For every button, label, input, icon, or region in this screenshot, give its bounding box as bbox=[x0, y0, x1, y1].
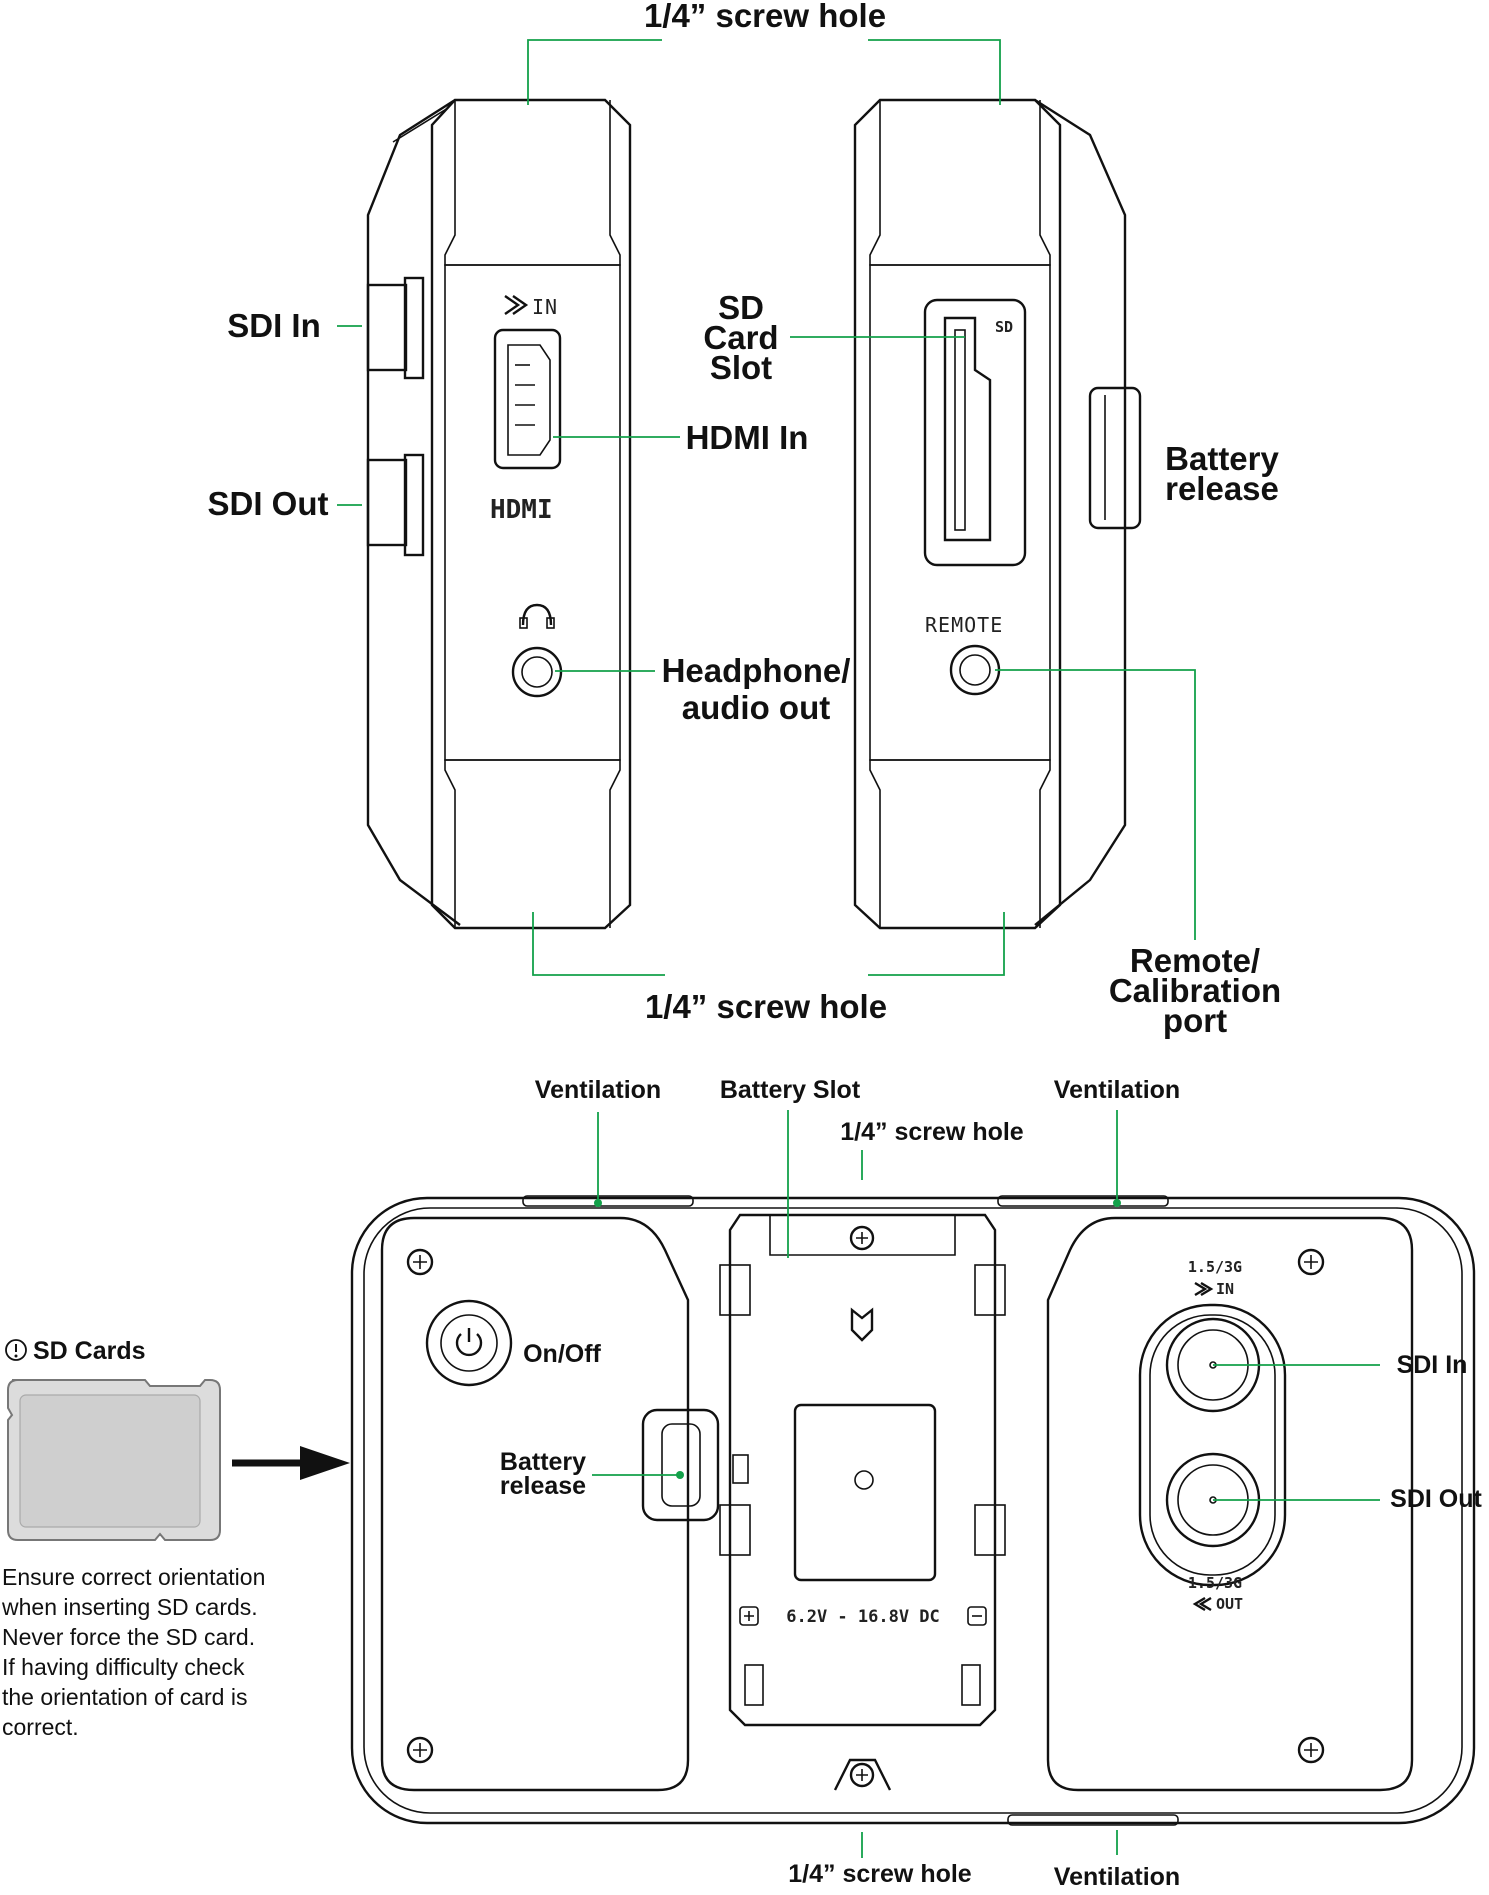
label-battery-release-back-1: Battery bbox=[500, 1448, 586, 1476]
label-battery-slot: Battery Slot bbox=[720, 1076, 861, 1104]
sdi-out-rate-marking: 1.5/3G bbox=[1188, 1574, 1242, 1592]
minus-terminal-icon bbox=[967, 1606, 987, 1626]
label-sd-card-slot-2: Card bbox=[703, 319, 778, 356]
label-ventilation-top-left: Ventilation bbox=[535, 1076, 661, 1104]
label-screw-hole-bottom-back: 1/4” screw hole bbox=[788, 1860, 972, 1888]
sd-marking: SD bbox=[995, 318, 1013, 336]
sd-note-line-1: Ensure correct orientation bbox=[2, 1564, 265, 1590]
label-remote-1: Remote/ bbox=[1130, 942, 1260, 979]
sd-note-line-4: If having difficulty check bbox=[2, 1654, 245, 1680]
power-icon bbox=[455, 1333, 483, 1357]
screw-battery-top-icon bbox=[849, 1225, 875, 1251]
label-remote-3: port bbox=[1163, 1002, 1227, 1039]
battery-slot: 6.2V - 16.8V DC bbox=[719, 1213, 1006, 1727]
sdi-connector-housing bbox=[1138, 1303, 1287, 1587]
label-battery-release-side-2: release bbox=[1165, 470, 1279, 507]
right-side-device: SD REMOTE bbox=[853, 98, 1142, 930]
vent-top-left bbox=[522, 1195, 694, 1207]
screw-top-right-icon bbox=[1297, 1248, 1325, 1276]
screw-bottom-right-icon bbox=[1297, 1736, 1325, 1764]
in-arrow-icon bbox=[504, 295, 521, 315]
side-view-leaders bbox=[337, 39, 1196, 976]
power-button bbox=[425, 1299, 513, 1387]
sd-note-line-5: the orientation of card is bbox=[2, 1684, 247, 1710]
label-hdmi-in: HDMI In bbox=[686, 419, 809, 456]
left-side-device: IN HDMI bbox=[366, 98, 632, 930]
label-sdi-out-back: SDI Out bbox=[1390, 1485, 1482, 1513]
sd-note-line-6: correct. bbox=[2, 1714, 79, 1740]
label-sdi-in-back: SDI In bbox=[1397, 1351, 1468, 1379]
sdi-in-rate-marking: 1.5/3G bbox=[1188, 1258, 1242, 1276]
headphone-icon bbox=[519, 603, 555, 629]
sdi-out-dir-marking: OUT bbox=[1216, 1595, 1243, 1613]
headphone-jack bbox=[511, 646, 563, 698]
remote-port bbox=[949, 644, 1001, 696]
label-screw-hole-bottom-side: 1/4” screw hole bbox=[645, 988, 887, 1025]
label-screw-hole-top-back: 1/4” screw hole bbox=[840, 1118, 1024, 1146]
back-view-leaders bbox=[592, 1110, 1380, 1858]
label-on-off: On/Off bbox=[523, 1340, 601, 1368]
vent-bottom bbox=[1007, 1814, 1179, 1826]
hdmi-in-marking: IN bbox=[532, 295, 558, 319]
label-screw-hole-top: 1/4” screw hole bbox=[644, 0, 886, 34]
insert-arrow-icon bbox=[232, 1446, 350, 1480]
info-icon bbox=[5, 1339, 27, 1361]
sd-note-line-2: when inserting SD cards. bbox=[1, 1594, 258, 1620]
label-ventilation-top-right: Ventilation bbox=[1054, 1076, 1180, 1104]
label-remote-2: Calibration bbox=[1109, 972, 1281, 1009]
screw-bottom-left-icon bbox=[406, 1736, 434, 1764]
label-headphone-1: Headphone/ bbox=[662, 652, 851, 689]
voltage-marking: 6.2V - 16.8V DC bbox=[786, 1607, 940, 1627]
plus-terminal-icon bbox=[739, 1606, 759, 1626]
sdi-out-arrow-icon bbox=[1192, 1596, 1206, 1612]
battery-release-button bbox=[641, 1408, 720, 1522]
vent-top-right bbox=[997, 1195, 1169, 1207]
sd-card-slot bbox=[923, 298, 1027, 567]
left-sdi-in-connector bbox=[366, 276, 425, 380]
label-ventilation-bottom: Ventilation bbox=[1054, 1863, 1180, 1890]
label-sdi-out-side: SDI Out bbox=[208, 485, 329, 522]
back-device: 6.2V - 16.8V DC 1.5/3G IN 1.5/3G bbox=[350, 1195, 1476, 1826]
battery-release-tab bbox=[1088, 386, 1142, 530]
sd-note-title: SD Cards bbox=[33, 1337, 146, 1365]
label-battery-release-side-1: Battery bbox=[1165, 440, 1279, 477]
label-battery-release-back-2: release bbox=[500, 1472, 586, 1500]
screw-top-left-icon bbox=[406, 1248, 434, 1276]
sd-card-note: SD Cards Ensure correct orientation when… bbox=[1, 1337, 350, 1740]
sdi-in-dir-marking: IN bbox=[1216, 1280, 1234, 1298]
brand-mark-icon bbox=[850, 1307, 874, 1342]
sd-card-icon bbox=[7, 1379, 221, 1541]
remote-marking: REMOTE bbox=[925, 613, 1003, 637]
label-sd-card-slot-3: Slot bbox=[710, 349, 772, 386]
bottom-screw-tab bbox=[833, 1758, 892, 1791]
hdmi-port bbox=[493, 328, 562, 470]
sdi-in-arrow-icon bbox=[1194, 1281, 1208, 1297]
label-sdi-in-side: SDI In bbox=[227, 307, 321, 344]
hdmi-logo: HDMI bbox=[490, 495, 553, 525]
label-sd-card-slot-1: SD bbox=[718, 289, 764, 326]
left-sdi-out-connector bbox=[366, 453, 425, 557]
label-headphone-2: audio out bbox=[682, 689, 830, 726]
sd-note-line-3: Never force the SD card. bbox=[2, 1624, 255, 1650]
